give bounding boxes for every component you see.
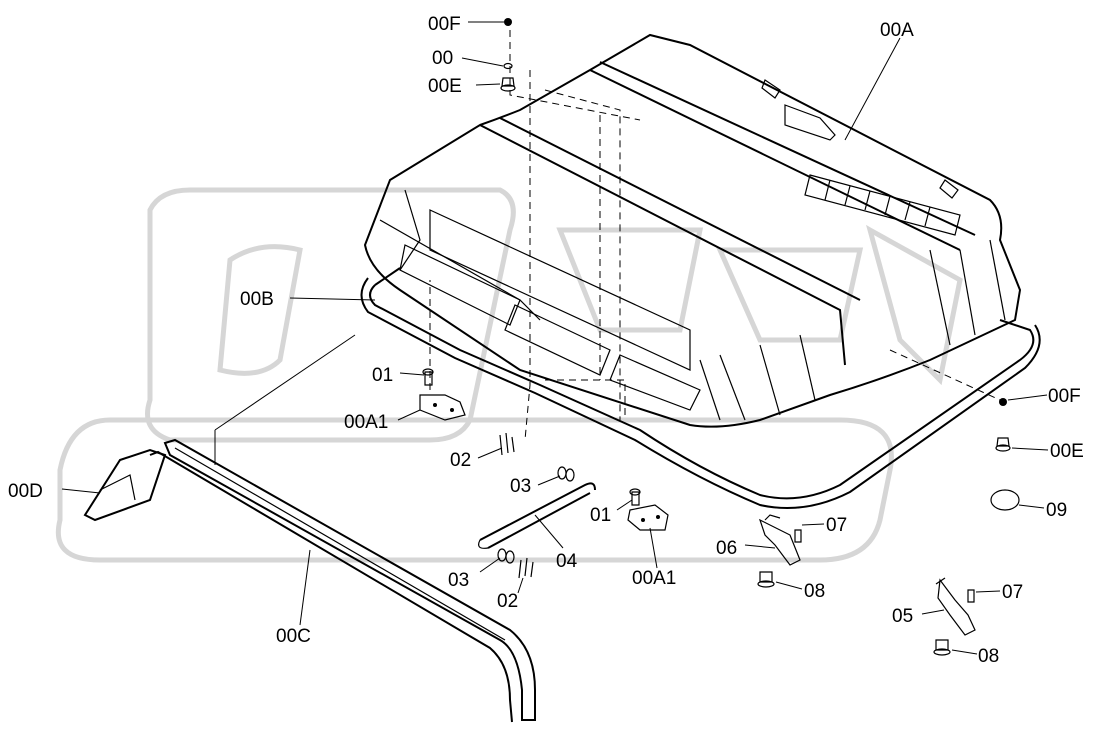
cap-09	[990, 489, 1020, 511]
label-06: 06	[716, 538, 737, 559]
label-00E-right: 00E	[1050, 441, 1084, 462]
label-07-upper: 07	[826, 515, 847, 536]
part-labels: 00F 00 00E 00A 00B 01 00A1 02 03 01 04 0…	[8, 14, 1084, 667]
label-01-left: 01	[372, 365, 393, 386]
label-00-top: 00	[432, 48, 453, 69]
label-08-lower: 08	[978, 646, 999, 667]
latch-06	[757, 514, 802, 588]
label-03-lower: 03	[448, 570, 469, 591]
label-05: 05	[892, 606, 913, 627]
label-04: 04	[556, 551, 578, 572]
label-00C: 00C	[276, 626, 311, 647]
label-02-lower: 02	[497, 591, 518, 612]
label-00B: 00B	[240, 289, 274, 310]
label-00D: 00D	[8, 481, 43, 502]
label-00E-top: 00E	[428, 76, 462, 97]
label-00A1-right: 00A1	[632, 568, 676, 589]
stay-rod-04	[478, 482, 596, 549]
label-00F-top: 00F	[428, 14, 461, 35]
cover-end-00D	[83, 448, 167, 522]
label-03-upper: 03	[510, 476, 531, 497]
leader-lines	[61, 21, 1049, 655]
hinge-right-00A1	[627, 488, 669, 531]
assembly-centerlines	[429, 30, 1001, 441]
label-00A: 00A	[880, 20, 914, 41]
hardware-top	[500, 18, 1011, 452]
trim-00C	[149, 438, 536, 723]
hinge-left-00A1	[419, 368, 466, 421]
washers-03	[497, 466, 575, 564]
label-02-upper: 02	[450, 450, 471, 471]
label-08-upper: 08	[804, 581, 825, 602]
label-00F-right: 00F	[1048, 386, 1081, 407]
label-07-lower: 07	[1002, 582, 1023, 603]
cover-00A	[363, 33, 1022, 428]
watermark-logo	[56, 187, 963, 563]
latch-05	[933, 577, 976, 656]
label-01-right: 01	[590, 505, 611, 526]
label-09: 09	[1046, 500, 1067, 521]
pins-02	[499, 432, 534, 579]
label-00A1-left: 00A1	[344, 412, 388, 433]
gasket-00B	[360, 267, 1041, 510]
